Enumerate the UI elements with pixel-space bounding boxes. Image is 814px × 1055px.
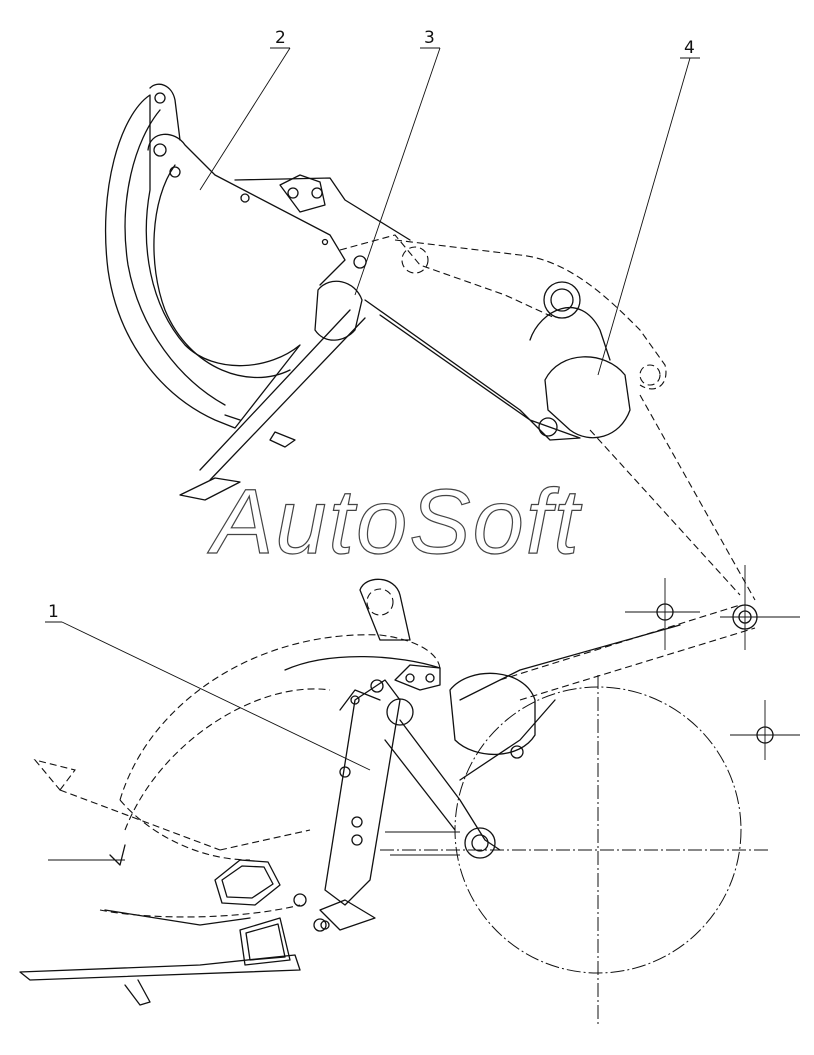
lower-assembly-view — [19, 565, 800, 1025]
callout-4: 4 — [597, 38, 700, 376]
callout-1-label: 1 — [48, 602, 59, 622]
callout-3-label: 3 — [424, 28, 435, 48]
callout-2-label: 2 — [275, 28, 286, 48]
upper-bucket-shell — [104, 94, 301, 429]
callout-2: 2 — [199, 28, 291, 191]
callout-1: 1 — [45, 602, 371, 771]
callout-4-label: 4 — [684, 38, 695, 58]
watermark-text: AutoSoft — [207, 471, 582, 573]
callout-3: 3 — [354, 28, 441, 296]
